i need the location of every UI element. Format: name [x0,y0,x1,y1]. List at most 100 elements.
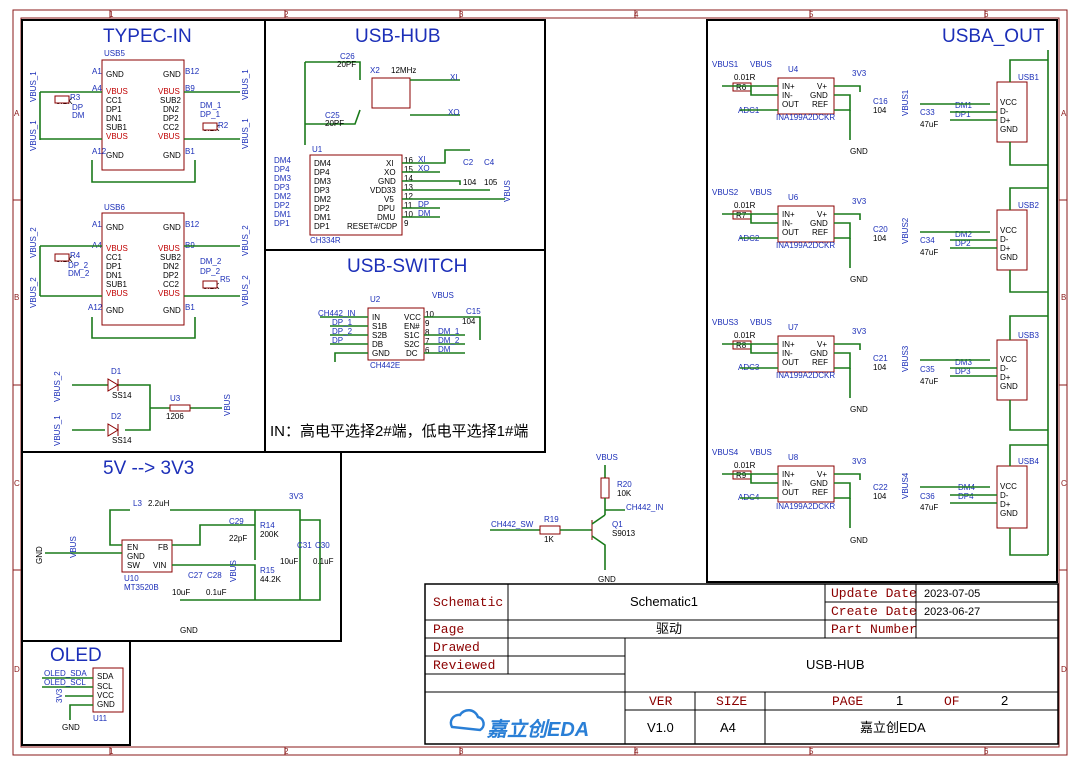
svg-text:VBUS4: VBUS4 [901,472,910,499]
svg-text:C20: C20 [873,225,888,234]
svg-text:DP1: DP1 [314,222,330,231]
svg-text:14: 14 [404,174,413,183]
svg-text:GND: GND [106,223,124,232]
svg-text:104: 104 [873,234,887,243]
svg-text:VDD33: VDD33 [370,186,396,195]
svg-text:REF: REF [812,228,828,237]
svg-text:DP_1: DP_1 [332,318,353,327]
svg-text:A1: A1 [92,67,102,76]
svg-text:VBUS: VBUS [69,536,78,558]
svg-text:VBUS: VBUS [750,448,772,457]
svg-text:A4: A4 [92,84,102,93]
svg-text:XO: XO [384,168,396,177]
svg-text:GND: GND [106,70,124,79]
grid-col-3-bottom: 3 [459,747,464,756]
svg-text:DM2: DM2 [955,230,972,239]
svg-text:104: 104 [462,317,476,326]
svg-text:D+: D+ [1000,373,1011,382]
usb-hub-circuit: U1 CH334R DM4 DP4 DM3 DP3 DM2 DP2 DM1 DP… [274,52,512,245]
svg-text:GND: GND [1000,125,1018,134]
svg-text:FB: FB [158,543,168,552]
svg-text:DP_2: DP_2 [332,327,353,336]
svg-text:S1B: S1B [372,322,387,331]
svg-text:VBUS2: VBUS2 [712,188,739,197]
svg-text:XI: XI [418,155,426,164]
svg-text:VBUS: VBUS [106,87,128,96]
svg-text:DN2: DN2 [163,105,180,114]
title-block: Schematic Schematic1 Update Date 2023-07… [424,583,1059,745]
grid-col-4-bottom: 4 [634,747,639,756]
svg-text:VBUS_1: VBUS_1 [29,120,38,151]
tb-page-value: 驱动 [656,621,682,636]
svg-text:R14: R14 [260,521,275,530]
svg-text:GND: GND [810,479,828,488]
svg-text:0.1uF: 0.1uF [313,557,334,566]
svg-text:USB4: USB4 [1018,457,1039,466]
svg-text:GND: GND [97,700,115,709]
svg-text:VCC: VCC [404,313,421,322]
svg-text:104: 104 [463,178,477,187]
grid-col-4: 4 [634,10,639,19]
svg-text:20PF: 20PF [337,60,356,69]
svg-text:VBUS: VBUS [158,289,180,298]
svg-text:C29: C29 [229,517,244,526]
svg-text:C22: C22 [873,483,888,492]
svg-text:S9013: S9013 [612,529,636,538]
svg-text:3V3: 3V3 [852,69,867,78]
ina199-u8 [777,465,835,503]
svg-text:DP1: DP1 [106,105,122,114]
typec-in-title: TYPEC-IN [103,26,192,47]
tb-of-value: 2 [1001,693,1008,708]
svg-text:IN+: IN+ [782,470,795,479]
svg-text:OLED_SCL: OLED_SCL [44,678,86,687]
svg-text:IN+: IN+ [782,82,795,91]
tb-create-label: Create Date [831,604,917,619]
svg-text:104: 104 [873,492,887,501]
typec-wiring [39,91,240,431]
svg-text:VBUS_1: VBUS_1 [53,415,62,446]
grid-col-6: 6 [984,10,989,19]
svg-text:VBUS: VBUS [106,132,128,141]
tb-schematic-value: Schematic1 [630,594,698,609]
switch-note: IN：高电平选择2#端，低电平选择1#端 [270,423,528,440]
svg-text:B12: B12 [185,220,200,229]
svg-text:VBUS: VBUS [750,318,772,327]
svg-text:GND: GND [163,151,181,160]
svg-text:9: 9 [425,319,430,328]
svg-text:XI: XI [450,73,458,82]
grid-col-2-bottom: 2 [284,747,289,756]
svg-text:22pF: 22pF [229,534,247,543]
svg-text:VBUS: VBUS [106,289,128,298]
svg-text:GND: GND [378,177,396,186]
usba-out-title: USBA_OUT [942,26,1045,47]
svg-text:0.01R: 0.01R [734,461,756,470]
svg-text:DP2: DP2 [314,204,330,213]
svg-text:INA199A2DCKR: INA199A2DCKR [776,371,835,380]
svg-text:C31: C31 [297,541,312,550]
ruler-ticks [13,10,1067,755]
svg-text:DM3: DM3 [314,177,331,186]
svg-text:REF: REF [812,358,828,367]
svg-text:GND: GND [35,546,44,564]
svg-text:VBUS_1: VBUS_1 [241,118,250,149]
svg-text:L3: L3 [133,499,142,508]
svg-text:C4: C4 [484,158,495,167]
svg-text:XI: XI [386,159,394,168]
svg-text:U8: U8 [788,453,799,462]
svg-text:USB1: USB1 [1018,73,1039,82]
svg-text:VBUS: VBUS [223,394,232,416]
svg-text:9: 9 [404,219,409,228]
svg-text:VBUS: VBUS [158,132,180,141]
svg-text:11: 11 [404,201,413,210]
svg-text:GND: GND [372,349,390,358]
svg-text:VBUS2: VBUS2 [901,217,910,244]
svg-text:DP3: DP3 [314,186,330,195]
svg-text:INA199A2DCKR: INA199A2DCKR [776,113,835,122]
svg-text:VBUS_2: VBUS_2 [241,275,250,306]
svg-text:C15: C15 [466,307,481,316]
svg-text:10K: 10K [617,489,632,498]
svg-text:GND: GND [810,219,828,228]
svg-text:X2: X2 [370,66,380,75]
svg-text:C25: C25 [325,111,340,120]
svg-text:VBUS_2: VBUS_2 [53,371,62,402]
